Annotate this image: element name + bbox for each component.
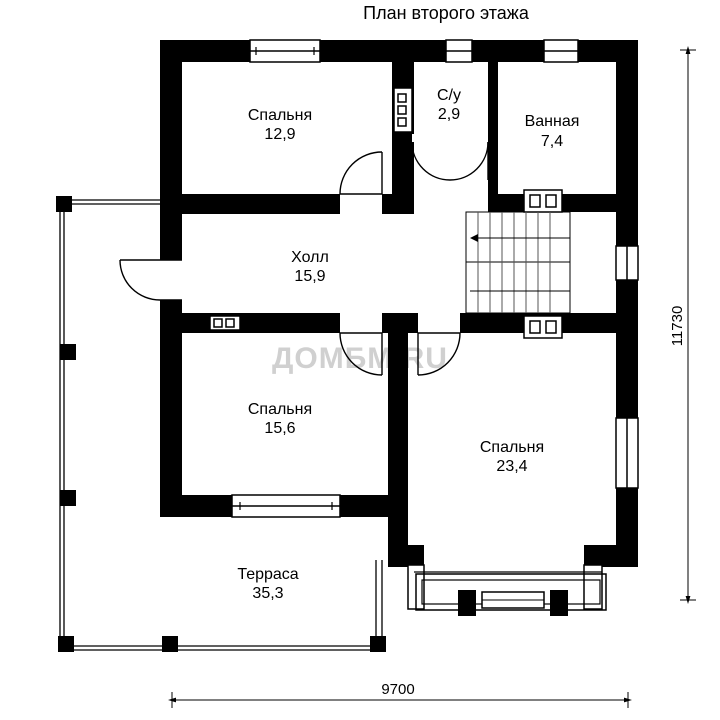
dimension-width: 9700	[381, 681, 414, 698]
stairs	[465, 211, 571, 314]
doors	[119, 134, 489, 376]
dimension-lines	[168, 46, 696, 708]
room-area: 15,9	[294, 268, 325, 285]
room-name: Ванная	[525, 113, 580, 130]
plan-title: План второго этажа	[363, 3, 530, 23]
window-ticks	[239, 47, 333, 510]
room-area: 12,9	[264, 126, 295, 143]
watermark: ДОМБМ.RU	[272, 342, 448, 375]
room-name: Спальня	[248, 401, 312, 418]
room-name: Спальня	[480, 439, 544, 456]
room-area: 23,4	[496, 458, 527, 475]
windows	[231, 39, 639, 518]
room-name: С/у	[437, 87, 461, 104]
room-name: Холл	[291, 249, 329, 266]
room-area: 35,3	[252, 585, 283, 602]
vent-ducts	[209, 87, 563, 339]
room-name: Спальня	[248, 107, 312, 124]
terrace-posts	[56, 196, 386, 652]
room-labels: Спальня 12,9 С/у 2,9 Ванная 7,4 Холл 15,…	[237, 87, 579, 602]
terrace-frame	[59, 199, 385, 651]
room-area: 2,9	[438, 106, 460, 123]
room-name: Терраса	[237, 566, 298, 583]
room-area: 15,6	[264, 420, 295, 437]
dimension-height: 11730	[669, 306, 686, 347]
room-area: 7,4	[541, 133, 563, 150]
bay-window	[407, 564, 607, 616]
